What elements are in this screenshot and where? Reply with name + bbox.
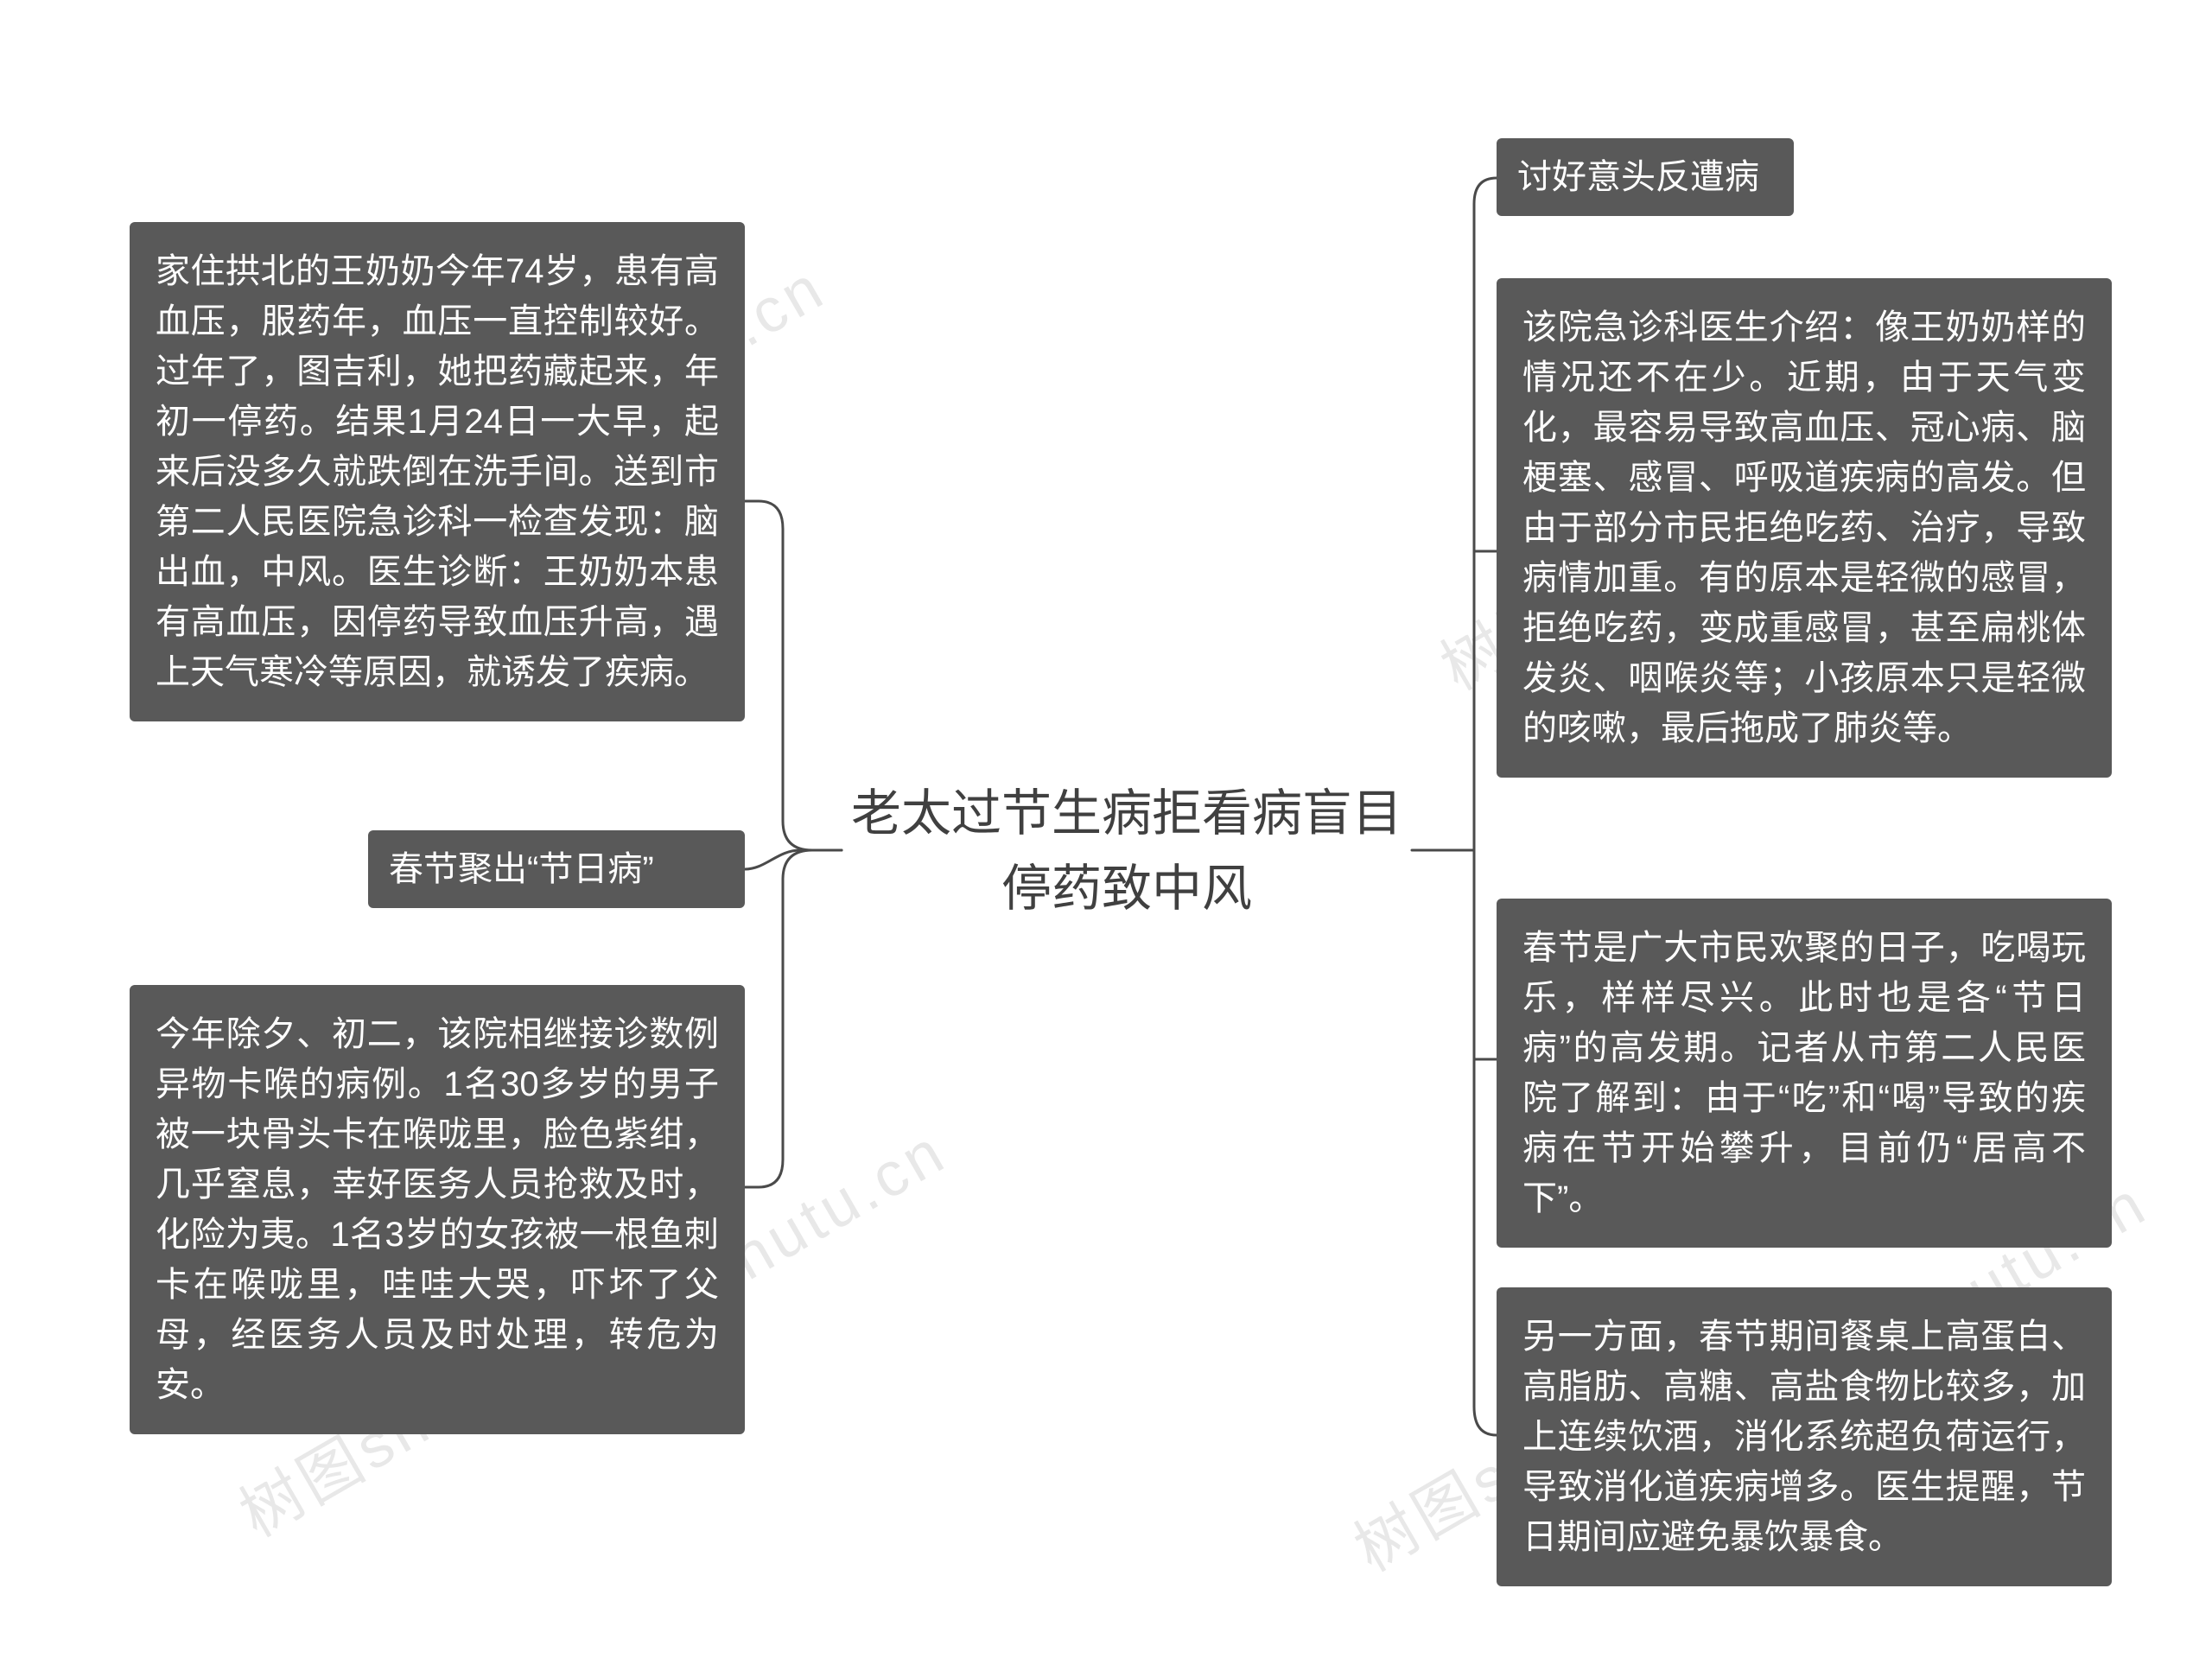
- mindmap-node-story: 家住拱北的王奶奶今年74岁，患有高血压，服药年，血压一直控制较好。过年了，图吉利…: [130, 222, 745, 721]
- connector-story-to-title: [743, 499, 843, 852]
- mindmap-node-badluck-label: 讨好意头反遭病: [1497, 138, 1794, 216]
- mindmap-node-doctor-explanation: 该院急诊科医生介绍：像王奶奶样的情况还不在少。近期，由于天气变化，最容易导致高血…: [1497, 278, 2112, 778]
- connector-right-trunk: [1472, 176, 1498, 1437]
- mindmap-node-festival-overview: 春节是广大市民欢聚的日子，吃喝玩乐，样样尽兴。此时也是各“节日病”的高发期。记者…: [1497, 899, 2112, 1248]
- connector-choking-to-title: [743, 848, 843, 1189]
- mindmap-node-diet-advice: 另一方面，春节期间餐桌上高蛋白、高脂肪、高糖、高盐食物比较多，加上连续饮酒，消化…: [1497, 1287, 2112, 1586]
- connector-festival-label-to-title: [743, 848, 802, 871]
- mindmap-node-festival-label: 春节聚出“节日病”: [368, 830, 745, 908]
- mindmap-central-topic: 老太过节生病拒看病盲目停药致中风: [850, 785, 1402, 917]
- mindmap-node-choking-cases: 今年除夕、初二，该院相继接诊数例异物卡喉的病例。1名30多岁的男子被一块骨头卡在…: [130, 985, 745, 1434]
